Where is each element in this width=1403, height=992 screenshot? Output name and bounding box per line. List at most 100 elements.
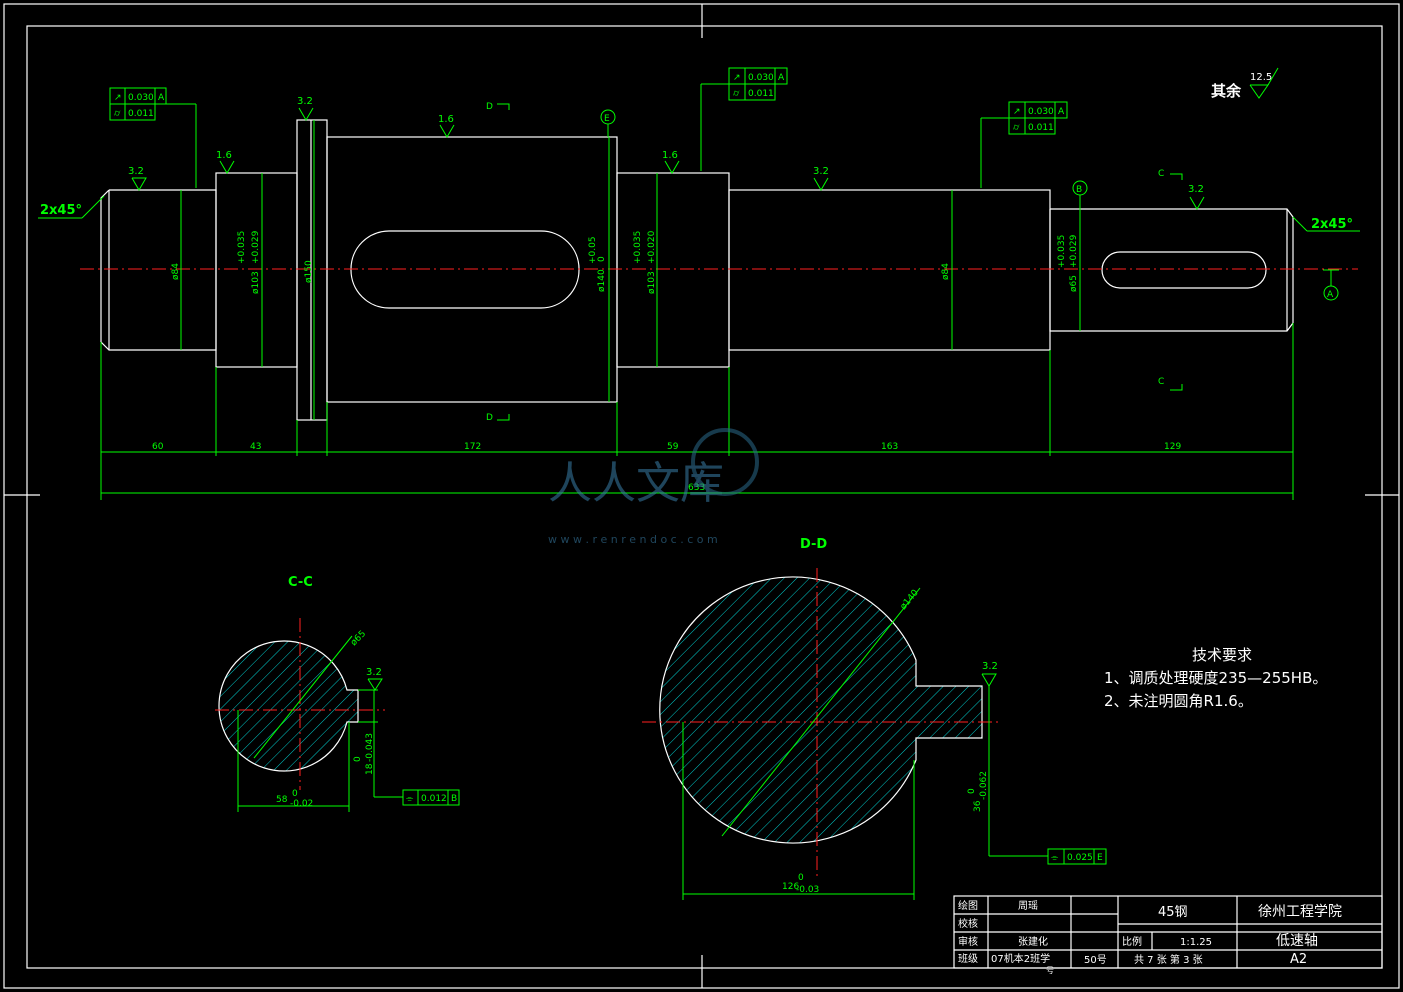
dia-label-5-lower: +0.020 xyxy=(647,230,657,264)
d-depth-tol0: 0 xyxy=(798,873,804,883)
dia-label-4-lower: 0 xyxy=(597,256,607,262)
c-keyway: 18 xyxy=(365,763,375,775)
tb-scale-value: 1:1.25 xyxy=(1180,937,1212,948)
d-sym-value: 0.025 xyxy=(1067,853,1093,863)
roughness-3: 3.2 xyxy=(297,96,313,107)
gdt-mid-runout: 0.030 xyxy=(748,73,774,83)
length-5: 163 xyxy=(881,442,898,452)
dia-label-5: ø103 xyxy=(647,271,657,294)
gdt-frame-right: ↗ ⌭ 0.030 A 0.011 xyxy=(980,101,1068,188)
tech-item-1: 1、调质处理硬度235—255HB。 xyxy=(1104,669,1327,687)
svg-text:⌭: ⌭ xyxy=(733,89,740,99)
diameter-labels: ø84 ø103 +0.035 +0.029 ø150 ø140 +0.05 0… xyxy=(171,230,1079,294)
length-6: 129 xyxy=(1164,442,1181,452)
tb-scale-label: 比例 xyxy=(1122,935,1142,948)
roughness-9: 3.2 xyxy=(982,661,998,672)
tb-check-label: 校核 xyxy=(958,917,978,930)
dia-label-7-upper: +0.035 xyxy=(1057,235,1067,268)
d-keyway-tol0: 0 xyxy=(967,788,977,794)
length-2: 43 xyxy=(250,442,261,452)
other-roughness-label: 其余 xyxy=(1211,82,1242,100)
datum-b: B xyxy=(1076,185,1082,195)
dia-label-7-lower: +0.029 xyxy=(1069,234,1079,268)
length-4: 59 xyxy=(667,442,679,452)
watermark-url: w w w . r e n r e n d o c . c o m xyxy=(548,533,718,546)
gdt-frame-left: ↗ ⌭ 0.030 A 0.011 xyxy=(109,87,197,188)
gdt-left-runout: 0.030 xyxy=(128,93,154,103)
datum-markers: E B A xyxy=(600,109,1339,301)
watermark: 人人文库 w w w . r e n r e n d o c . c o m xyxy=(548,428,759,546)
datum-a: A xyxy=(1327,290,1334,300)
length-labels: 60 43 172 59 163 129 633 xyxy=(152,442,1181,493)
c-sym-datum: B xyxy=(451,794,457,804)
dia-label-2: ø103 xyxy=(251,271,261,294)
roughness-symbols: 3.2 1.6 3.2 1.6 1.6 3.2 3.2 3.2 3.2 其余 1… xyxy=(128,67,1279,678)
chamfer-right: 2x45° xyxy=(1311,217,1353,232)
section-c-c: C-C ø65 58 0 -0.02 18 0 -0.043 ⌯ 0.012 B xyxy=(215,575,460,812)
c-depth: 58 xyxy=(276,795,288,805)
c-depth-tol: -0.02 xyxy=(290,799,313,809)
other-roughness-value: 12.5 xyxy=(1250,72,1272,83)
section-d-title: D-D xyxy=(800,537,827,552)
svg-text:↗: ↗ xyxy=(114,93,122,103)
length-1: 60 xyxy=(152,442,164,452)
tech-item-2: 2、未注明圆角R1.6。 xyxy=(1104,692,1253,710)
svg-text:⌯: ⌯ xyxy=(1051,853,1059,863)
dia-label-5-upper: +0.035 xyxy=(633,231,643,264)
svg-text:⌭: ⌭ xyxy=(114,109,121,119)
c-keyway-tol: -0.043 xyxy=(365,733,375,762)
tech-title: 技术要求 xyxy=(1192,646,1252,664)
tb-review-label: 审核 xyxy=(958,935,978,948)
total-length: 633 xyxy=(688,483,705,493)
section-markers: D D C C xyxy=(486,102,1183,423)
section-d-top: D xyxy=(486,102,493,112)
gdt-right-datum: A xyxy=(1058,107,1065,117)
length-dim-lines xyxy=(100,323,1294,500)
dia-label-4-upper: +0.05 xyxy=(588,236,598,264)
diameter-dim-lines xyxy=(180,120,1081,420)
tb-school: 徐州工程学院 xyxy=(1258,904,1342,920)
d-keyway-tol: -0.062 xyxy=(979,771,989,800)
gdt-mid-datum: A xyxy=(778,73,785,83)
dia-label-3: ø150 xyxy=(304,260,314,283)
dia-label-4: ø140 xyxy=(597,269,607,292)
gdt-mid-cyl: 0.011 xyxy=(748,89,774,99)
tb-class-value: 07机本2班学 xyxy=(991,952,1050,965)
gdt-left-datum: A xyxy=(158,93,165,103)
dia-label-2-lower: +0.029 xyxy=(251,230,261,264)
section-c-top: C xyxy=(1158,169,1164,179)
chamfer-notes: 2x45° 2x45° xyxy=(38,195,1360,232)
d-depth-tol: -0.03 xyxy=(796,885,819,895)
gdt-frame-mid: ↗ ⌭ 0.030 A 0.011 xyxy=(700,67,788,171)
roughness-2: 1.6 xyxy=(216,150,232,161)
d-depth: 126 xyxy=(782,882,799,892)
tb-sheets: 共 7 张 第 3 张 xyxy=(1134,953,1203,966)
gdt-right-cyl: 0.011 xyxy=(1028,123,1054,133)
d-sym-datum: E xyxy=(1097,853,1103,863)
d-keyway: 36 xyxy=(973,800,983,812)
dia-label-6: ø84 xyxy=(941,263,951,280)
drawing-frame xyxy=(3,3,1400,989)
tb-drawn-label: 绘图 xyxy=(958,899,978,912)
dia-label-2-upper: +0.035 xyxy=(237,231,247,264)
svg-text:⌭: ⌭ xyxy=(1013,123,1020,133)
roughness-5: 1.6 xyxy=(662,150,678,161)
roughness-6: 3.2 xyxy=(813,166,829,177)
datum-e: E xyxy=(604,114,610,124)
tb-size: A2 xyxy=(1290,952,1307,967)
chamfer-left: 2x45° xyxy=(40,203,82,218)
c-depth-tol0: 0 xyxy=(292,789,298,799)
gdt-right-runout: 0.030 xyxy=(1028,107,1054,117)
svg-text:⌯: ⌯ xyxy=(406,794,414,804)
length-3: 172 xyxy=(464,442,481,452)
technical-requirements: 技术要求 1、调质处理硬度235—255HB。 2、未注明圆角R1.6。 xyxy=(1104,646,1327,710)
title-block: 绘图 周瑶 校核 审核 张建化 班级 07机本2班学 号 50号 45钢 徐州工… xyxy=(953,895,1383,975)
svg-text:↗: ↗ xyxy=(733,73,741,83)
dia-label-1: ø84 xyxy=(171,263,181,280)
section-c-title: C-C xyxy=(288,575,313,590)
shaft-main-view xyxy=(80,119,1358,421)
roughness-8: 3.2 xyxy=(366,667,382,678)
tb-part-name: 低速轴 xyxy=(1276,933,1318,949)
tb-class-label: 班级 xyxy=(958,953,978,965)
